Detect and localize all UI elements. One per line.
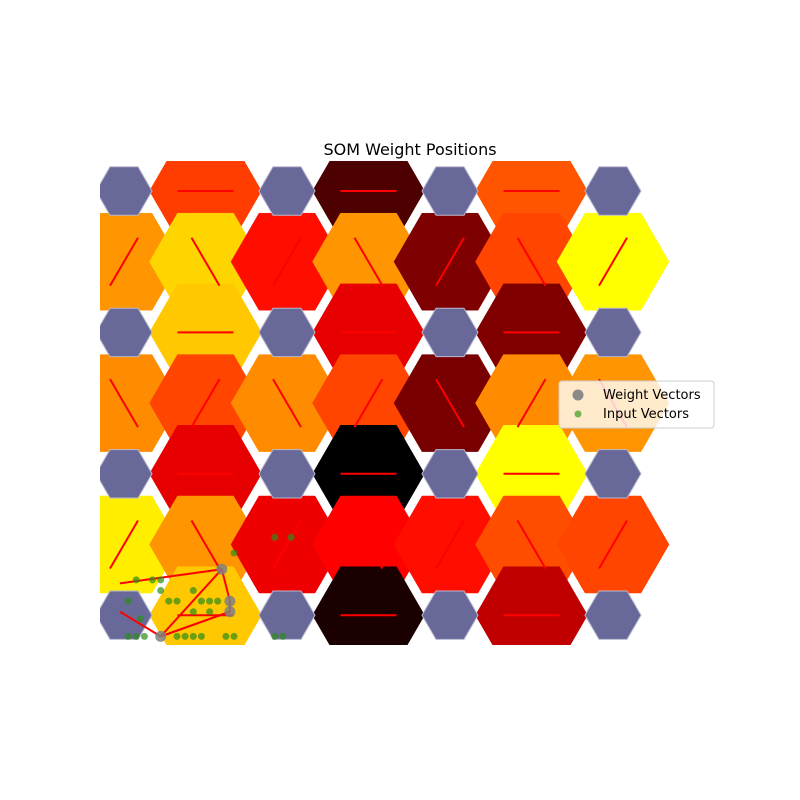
unit-hexagon — [258, 590, 316, 640]
weight-bar — [598, 519, 628, 570]
input-vector-point — [132, 576, 140, 584]
unit-hexagon — [100, 166, 153, 216]
unit-hexagon — [258, 166, 316, 216]
input-vector-point — [197, 632, 205, 640]
unit-hexagon — [584, 449, 642, 499]
input-vector-point — [157, 576, 165, 584]
weight-bar — [435, 237, 465, 287]
weight-vector-point — [224, 606, 236, 618]
input-vectors — [124, 533, 295, 640]
legend-input-marker — [574, 410, 582, 418]
legend-weight-marker — [572, 389, 584, 401]
weight-bar — [353, 237, 384, 287]
plot-area — [100, 161, 670, 645]
weight-bar — [516, 519, 547, 570]
input-vector-point — [149, 576, 156, 584]
input-vector-point — [181, 632, 189, 640]
weight-bars — [109, 190, 628, 617]
input-vector-point — [173, 632, 181, 640]
weight-bar — [272, 237, 302, 287]
input-vector-point — [165, 597, 173, 605]
unit-hexagon — [584, 166, 642, 216]
weight-bar — [272, 378, 302, 428]
weight-bar — [435, 519, 465, 570]
chart-legend: Weight Vectors Input Vectors — [558, 380, 715, 429]
distance-hexagon — [100, 212, 181, 311]
legend-input-label: Input Vectors — [603, 407, 689, 422]
weight-bar — [190, 378, 221, 428]
input-vector-point — [222, 632, 230, 640]
input-vector-point — [206, 597, 214, 605]
weight-bar — [353, 519, 384, 570]
unit-hexagon — [258, 449, 316, 499]
input-vector-point — [279, 632, 287, 640]
input-vector-point — [189, 608, 197, 616]
input-vector-point — [214, 597, 222, 605]
weight-bar — [516, 378, 547, 428]
unit-hexagon — [258, 307, 316, 358]
weight-bar — [353, 378, 384, 428]
weight-vectors — [155, 563, 236, 642]
unit-hexagon — [421, 166, 479, 216]
unit-hexagon — [584, 590, 642, 640]
unit-hexagon — [421, 590, 479, 640]
distance-hexagon — [100, 354, 181, 452]
input-vector-point — [132, 632, 140, 640]
distance-hexagon — [100, 495, 181, 594]
weight-connection — [159, 568, 223, 638]
input-vector-point — [140, 632, 148, 640]
unit-hexagon — [584, 307, 642, 358]
weight-bar — [190, 519, 221, 570]
legend-frame — [558, 380, 715, 429]
input-vector-point — [124, 597, 132, 605]
input-vector-point — [271, 533, 279, 541]
weight-vector-point — [216, 563, 228, 575]
weight-bar — [598, 237, 628, 287]
input-vector-point — [197, 597, 205, 605]
weight-bar — [109, 519, 139, 570]
weight-vector-point — [224, 595, 236, 607]
unit-hexagon — [421, 449, 479, 499]
weight-bar — [272, 519, 302, 570]
input-vector-point — [189, 587, 197, 594]
input-vector-point — [230, 632, 238, 640]
input-vector-point — [136, 615, 144, 623]
weight-bar — [516, 237, 547, 287]
input-vector-point — [157, 587, 165, 594]
unit-hexagon — [421, 307, 479, 358]
input-vector-point — [189, 632, 197, 640]
input-vector-point — [124, 632, 132, 640]
legend-weight-label: Weight Vectors — [603, 388, 701, 403]
input-vector-point — [287, 533, 295, 541]
weight-bar — [190, 237, 221, 287]
weight-bar — [109, 237, 139, 287]
input-vector-point — [271, 632, 279, 640]
weight-connection — [160, 610, 231, 638]
chart-title: SOM Weight Positions — [323, 140, 496, 159]
input-vector-point — [206, 608, 214, 616]
unit-hexagon — [100, 449, 153, 499]
weight-vector-point — [155, 630, 167, 642]
unit-hexagon — [100, 307, 153, 358]
input-vector-point — [230, 549, 238, 557]
weight-bar — [109, 378, 139, 428]
weight-bar — [435, 378, 465, 428]
input-vector-point — [173, 597, 181, 605]
